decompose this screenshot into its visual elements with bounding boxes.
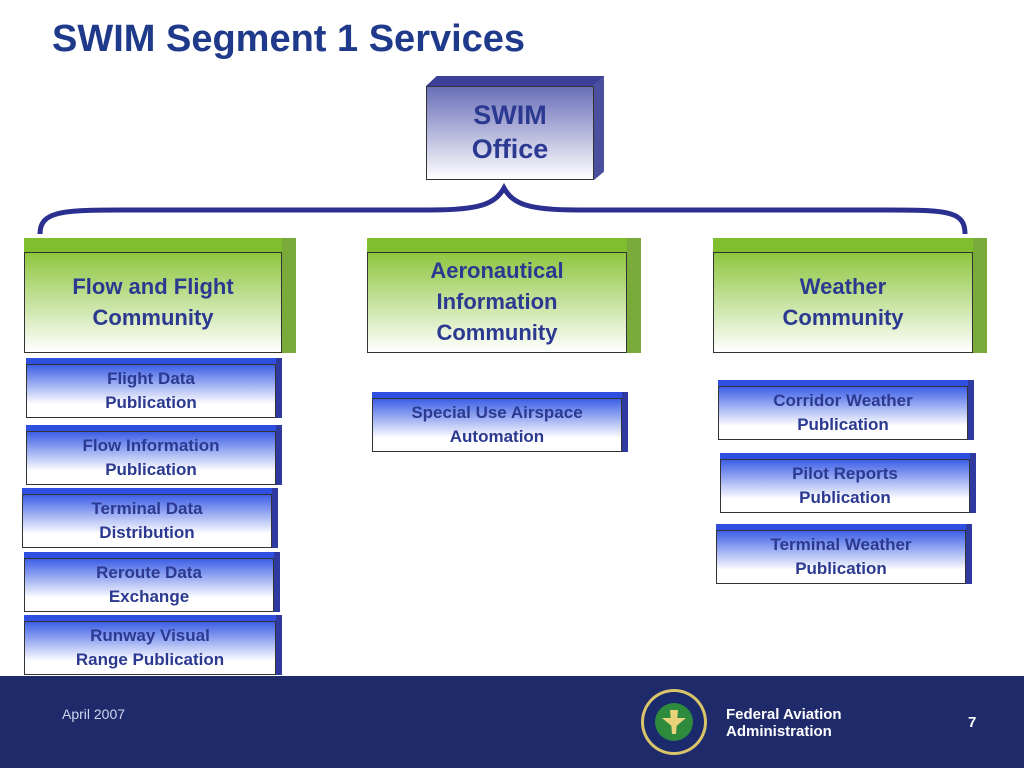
community-label-weather: Weather Community [782, 273, 904, 330]
page-number: 7 [968, 714, 977, 731]
community-label-aeronautical: Aeronautical Information Community [430, 258, 564, 345]
service-label: Flow Information Publication [82, 435, 220, 479]
service-flow-information-publication: Flow Information Publication [26, 425, 282, 485]
service-label: Reroute Data Exchange [96, 562, 202, 606]
service-label: Terminal Data Distribution [91, 498, 203, 542]
footer-date: April 2007 [62, 706, 126, 722]
service-special-use-airspace-automation: Special Use Airspace Automation [372, 392, 628, 452]
org-connector-brace [37, 182, 968, 235]
service-label: Corridor Weather Publication [773, 390, 913, 434]
service-label: Terminal Weather Publication [770, 534, 912, 578]
community-box-weather: Weather Community [713, 238, 987, 353]
service-flight-data-publication: Flight Data Publication [26, 358, 282, 418]
service-terminal-data-distribution: Terminal Data Distribution [22, 488, 278, 548]
service-label: Flight Data Publication [105, 368, 197, 412]
service-corridor-weather-publication: Corridor Weather Publication [718, 380, 974, 440]
slide-footer: April 2007 Federal Aviation Administrati… [0, 676, 1024, 768]
community-box-aeronautical: Aeronautical Information Community [367, 238, 641, 353]
service-pilot-reports-publication: Pilot Reports Publication [720, 453, 976, 513]
service-label: Special Use Airspace Automation [411, 402, 583, 446]
swim-office-box: SWIM Office [426, 76, 604, 180]
service-reroute-data-exchange: Reroute Data Exchange [24, 552, 280, 612]
service-terminal-weather-publication: Terminal Weather Publication [716, 524, 972, 584]
service-runway-visual-range-publication: Runway Visual Range Publication [24, 615, 282, 675]
swim-office-label: SWIM Office [471, 100, 549, 164]
footer-agency-name: Federal Aviation Administration [726, 706, 842, 741]
slide-title: SWIM Segment 1 Services [52, 18, 526, 60]
service-label: Pilot Reports Publication [792, 463, 898, 507]
community-box-flow-flight: Flow and Flight Community [24, 238, 296, 353]
faa-seal-icon [641, 689, 707, 755]
service-label: Runway Visual Range Publication [75, 625, 225, 669]
community-label-flow-flight: Flow and Flight Community [72, 273, 234, 330]
